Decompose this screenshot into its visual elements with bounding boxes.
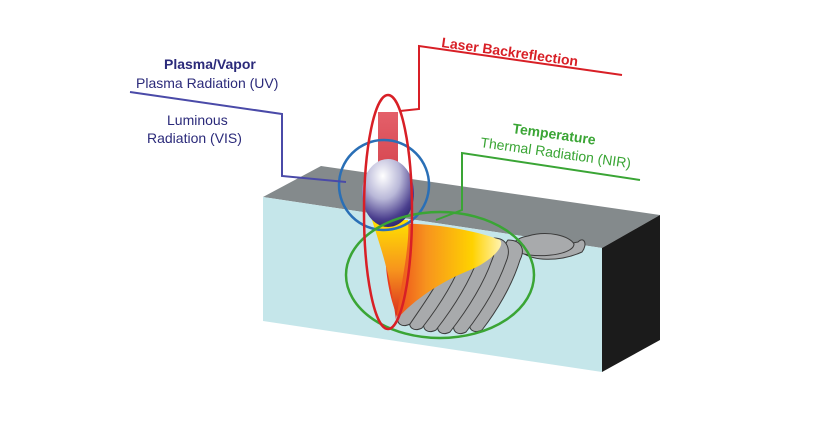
keyhole xyxy=(372,220,409,320)
thermal-radiation-ellipse xyxy=(344,210,536,340)
temperature-leader-line xyxy=(435,151,641,221)
plasma-leader-line xyxy=(129,91,347,183)
luminous-radiation-circle xyxy=(337,138,431,232)
workpiece-side-face xyxy=(602,215,660,372)
laser-title: Laser Backreflection xyxy=(441,34,580,69)
plasma-uv-label: Plasma Radiation (UV) xyxy=(136,75,278,91)
plasma-title: Plasma/Vapor xyxy=(164,56,256,72)
plasma-plume xyxy=(362,159,414,227)
luminous-label-line1: Luminous xyxy=(167,112,228,128)
melt-pool xyxy=(385,223,502,318)
laser-leader-line xyxy=(399,44,623,112)
luminous-label-line2: Radiation (VIS) xyxy=(147,130,242,146)
laser-backreflection-ellipse xyxy=(362,93,414,331)
